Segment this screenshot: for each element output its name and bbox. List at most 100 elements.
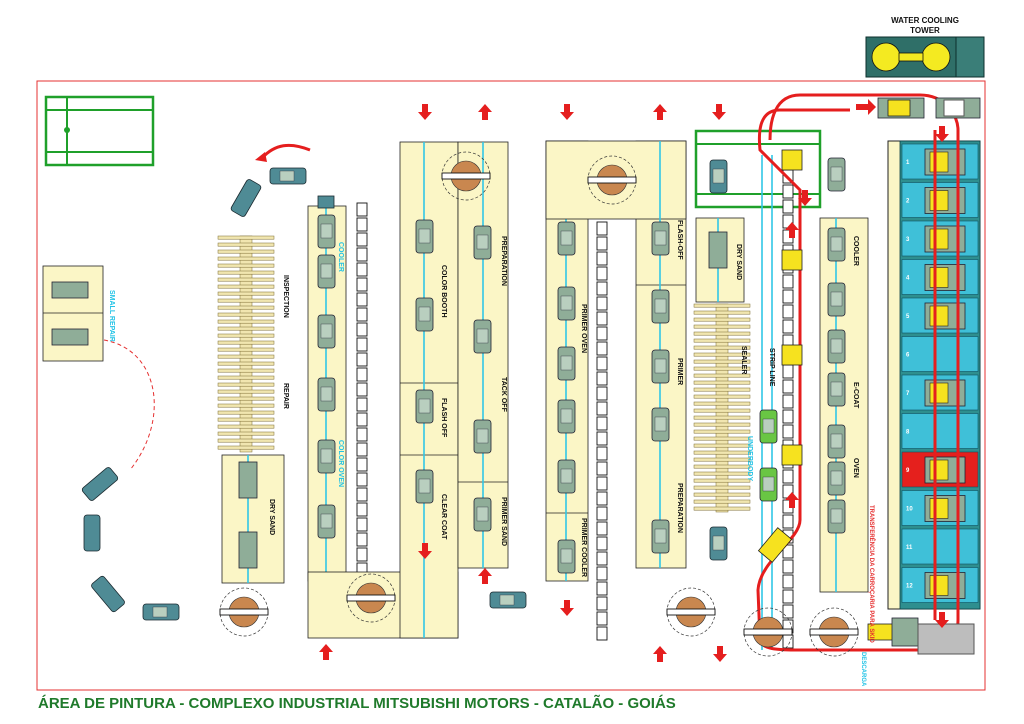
tack-off-label: TACK OFF	[500, 377, 507, 413]
tank-number-8: 8	[906, 430, 910, 436]
rack-slot	[596, 341, 608, 356]
arrow-down	[798, 190, 812, 206]
comb-tie	[693, 303, 751, 308]
skid	[781, 344, 803, 366]
cooler-left-label: COOLER	[337, 242, 344, 272]
car-bodies	[81, 149, 975, 655]
rack-slot	[782, 469, 794, 484]
turntable-bar	[743, 628, 793, 636]
car-roof	[654, 416, 667, 432]
rack-slot	[782, 289, 794, 304]
dry-sand-right-area: DRY SAND	[695, 217, 745, 303]
tank-number-1: 1	[906, 160, 910, 166]
car-roof	[654, 298, 667, 314]
comb-tie	[693, 373, 751, 378]
tank-6	[901, 336, 979, 372]
car-roof	[762, 418, 775, 434]
comb-tie	[217, 375, 275, 380]
comb-tie	[217, 410, 275, 415]
skid	[781, 149, 803, 171]
turntable-bar	[809, 628, 859, 636]
comb-tie	[217, 403, 275, 408]
rack-slot	[356, 337, 368, 352]
repair-label: REPAIR	[282, 383, 289, 409]
rack-slot	[782, 184, 794, 199]
tank-11	[901, 528, 979, 565]
descarga-label: DESCARGA	[860, 652, 866, 687]
rack-slot	[596, 521, 608, 536]
car-roof	[654, 528, 667, 544]
arrow-up	[478, 568, 492, 584]
car-roof	[279, 170, 295, 182]
comb-tie	[693, 352, 751, 357]
car-roof	[762, 476, 775, 492]
car-roof	[830, 166, 843, 182]
skid-conveyor-track	[756, 93, 960, 652]
color-oven-rack	[356, 202, 368, 577]
primer-oven-label: PRIMER OVEN	[580, 304, 587, 353]
rack-slot	[356, 232, 368, 247]
arrow-up	[653, 104, 667, 120]
flash-off-left-label: FLASH OFF	[440, 398, 447, 438]
car-roof	[654, 230, 667, 246]
comb-tie	[217, 431, 275, 436]
rack-slot	[356, 517, 368, 532]
comb-tie	[693, 436, 751, 441]
primer-sand-label: PRIMER SAND	[500, 497, 507, 546]
inspection-repair-line	[217, 235, 275, 453]
tank-number-12: 12	[906, 584, 913, 590]
car-roof	[476, 428, 489, 444]
rack-slot	[782, 394, 794, 409]
rack-slot	[596, 311, 608, 326]
car-front	[317, 195, 335, 209]
car-roof	[320, 323, 333, 339]
tank-skid	[929, 382, 949, 404]
car-roof	[320, 386, 333, 402]
car-roof	[830, 508, 843, 524]
comb-tie	[693, 450, 751, 455]
rack-slot	[356, 502, 368, 517]
preparation-primer-label: PREPARATION	[676, 483, 683, 533]
rack-slot	[596, 386, 608, 401]
dry-sand-right-label: DRY SAND	[735, 244, 742, 280]
comb-tie	[217, 389, 275, 394]
rack-slot	[596, 551, 608, 566]
flow-arrows	[255, 99, 949, 662]
rack-slot	[596, 566, 608, 581]
tank-skid	[929, 267, 949, 288]
comb-tie	[217, 270, 275, 275]
rack-slot	[356, 412, 368, 427]
rack-slot	[596, 461, 608, 476]
comb-tie	[693, 394, 751, 399]
tank-number-3: 3	[906, 237, 910, 243]
car-roof	[320, 448, 333, 464]
comb-tie	[217, 347, 275, 352]
car-roof	[830, 381, 843, 397]
transfer-label: TRANSFERÊNCIA DA CARROÇARIA PARA SKID	[868, 505, 876, 643]
cooling-tower-side	[955, 36, 985, 78]
cooling-tower-title-2: TOWER	[910, 26, 940, 35]
rack-slot	[356, 487, 368, 502]
car-body	[81, 467, 119, 501]
arrow-down	[713, 646, 727, 662]
skid	[757, 527, 793, 563]
car-roof	[560, 468, 573, 484]
arrow-right	[856, 99, 876, 115]
transfer-text: TRANSFERÊNCIA DA CARROÇARIA PARA SKID	[868, 505, 876, 643]
comb-tie	[217, 396, 275, 401]
arrow-up	[785, 222, 799, 238]
car-roof	[152, 606, 168, 618]
tank-number-9: 9	[906, 468, 910, 474]
tank-skid	[929, 151, 949, 173]
car-roof	[476, 328, 489, 344]
car-roof	[418, 306, 431, 322]
top-conveyor-cars	[877, 97, 981, 119]
car-roof	[418, 398, 431, 414]
rack-slot	[782, 574, 794, 589]
comb-tie	[217, 361, 275, 366]
comb-tie	[217, 242, 275, 247]
rack-slot	[356, 322, 368, 337]
rack-slot	[782, 274, 794, 289]
rack-slot	[596, 326, 608, 341]
